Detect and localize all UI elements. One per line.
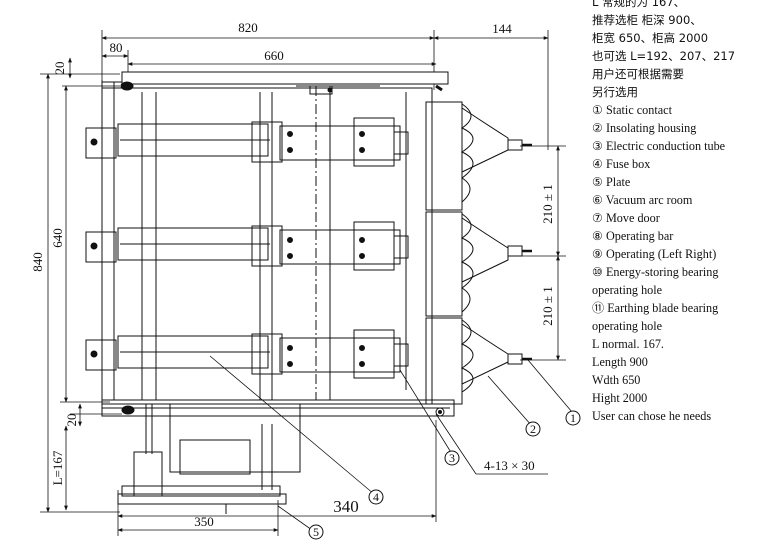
legend-note-l-normal: L normal. 167.	[592, 337, 664, 351]
legend-item-insolating-housing: ② Insolating housing	[592, 121, 697, 135]
legend-item-conduction-tube: ③ Electric conduction tube	[592, 139, 726, 153]
legend-item-static-contact: ① Static contact	[592, 103, 672, 117]
dim-840: 840	[30, 252, 45, 272]
legend-panel: L 常规的为 167、 推荐选柜 柜深 900、 柜宽 650、柜高 2000 …	[592, 0, 768, 549]
phase-assemblies	[85, 81, 532, 417]
legend-cn-line: 也可选 L=192、207、217	[592, 49, 736, 63]
phase-lower	[85, 317, 532, 405]
callout-4: 4	[373, 490, 379, 504]
dim-144: 144	[492, 21, 512, 36]
legend-cn-line: 推荐选柜 柜深 900、	[592, 13, 702, 27]
callout-numbers: 1 2 3 4 5	[313, 411, 576, 539]
dim-210-upper: 210 ± 1	[540, 184, 555, 224]
dim-L167: L=167	[50, 450, 65, 485]
dim-80: 80	[110, 40, 123, 55]
phase-upper	[85, 101, 532, 211]
phase-middle	[85, 211, 532, 317]
legend-cn-line: 柜宽 650、柜高 2000	[592, 31, 709, 45]
legend-note-user-choice: User can chose he needs	[592, 409, 712, 423]
legend-item-energy-storing-cont: operating hole	[592, 283, 663, 297]
callout-2: 2	[530, 422, 536, 436]
dim-350: 350	[194, 514, 214, 529]
dim-660: 660	[264, 48, 284, 63]
legend-note-height: Hight 2000	[592, 391, 648, 405]
legend-item-vacuum-arc-room: ⑥ Vacuum arc room	[592, 193, 693, 207]
switchgear-drawing: 1 2 3 4 5 820 144 80 660 20 840 640 20 L…	[30, 20, 581, 540]
dim-20-top: 20	[52, 62, 67, 75]
dim-210-lower: 210 ± 1	[540, 286, 555, 326]
callout-1: 1	[570, 411, 576, 425]
legend-item-energy-storing: ⑩ Energy-storing bearing	[592, 265, 719, 279]
dim-340: 340	[333, 497, 359, 516]
legend-item-move-door: ⑦ Move door	[592, 211, 660, 225]
legend-item-operating-bar: ⑧ Operating bar	[592, 229, 674, 243]
dim-20-bottom: 20	[64, 414, 79, 427]
callout-5: 5	[313, 525, 319, 539]
legend-item-fuse-box: ④ Fuse box	[592, 157, 651, 171]
cabinet-frame	[101, 71, 455, 417]
legend-note-length: Length 900	[592, 355, 648, 369]
legend-note-width: Wdth 650	[592, 373, 641, 387]
callout-circles	[308, 410, 581, 540]
dim-820: 820	[238, 20, 258, 35]
bottom-mechanism	[117, 403, 301, 514]
legend-item-earthing-blade: ⑪ Earthing blade bearing	[592, 301, 719, 315]
callout-leaders	[209, 355, 573, 531]
callout-3: 3	[449, 451, 455, 465]
legend-item-operating-left-right: ⑨ Operating (Left Right)	[592, 247, 717, 261]
legend-item-plate: ⑤ Plate	[592, 175, 631, 189]
dimension-text: 820 144 80 660 20 840 640 20 L=167 210 ±…	[30, 20, 555, 529]
legend-cn-line: 另行选用	[592, 85, 638, 99]
dim-640: 640	[50, 228, 65, 248]
hole-spec: 4-13 × 30	[484, 458, 535, 473]
legend-cn-line: L 常规的为 167、	[592, 0, 686, 9]
legend-item-earthing-blade-cont: operating hole	[592, 319, 663, 333]
legend-cn-line: 用户还可根据需要	[592, 67, 684, 81]
